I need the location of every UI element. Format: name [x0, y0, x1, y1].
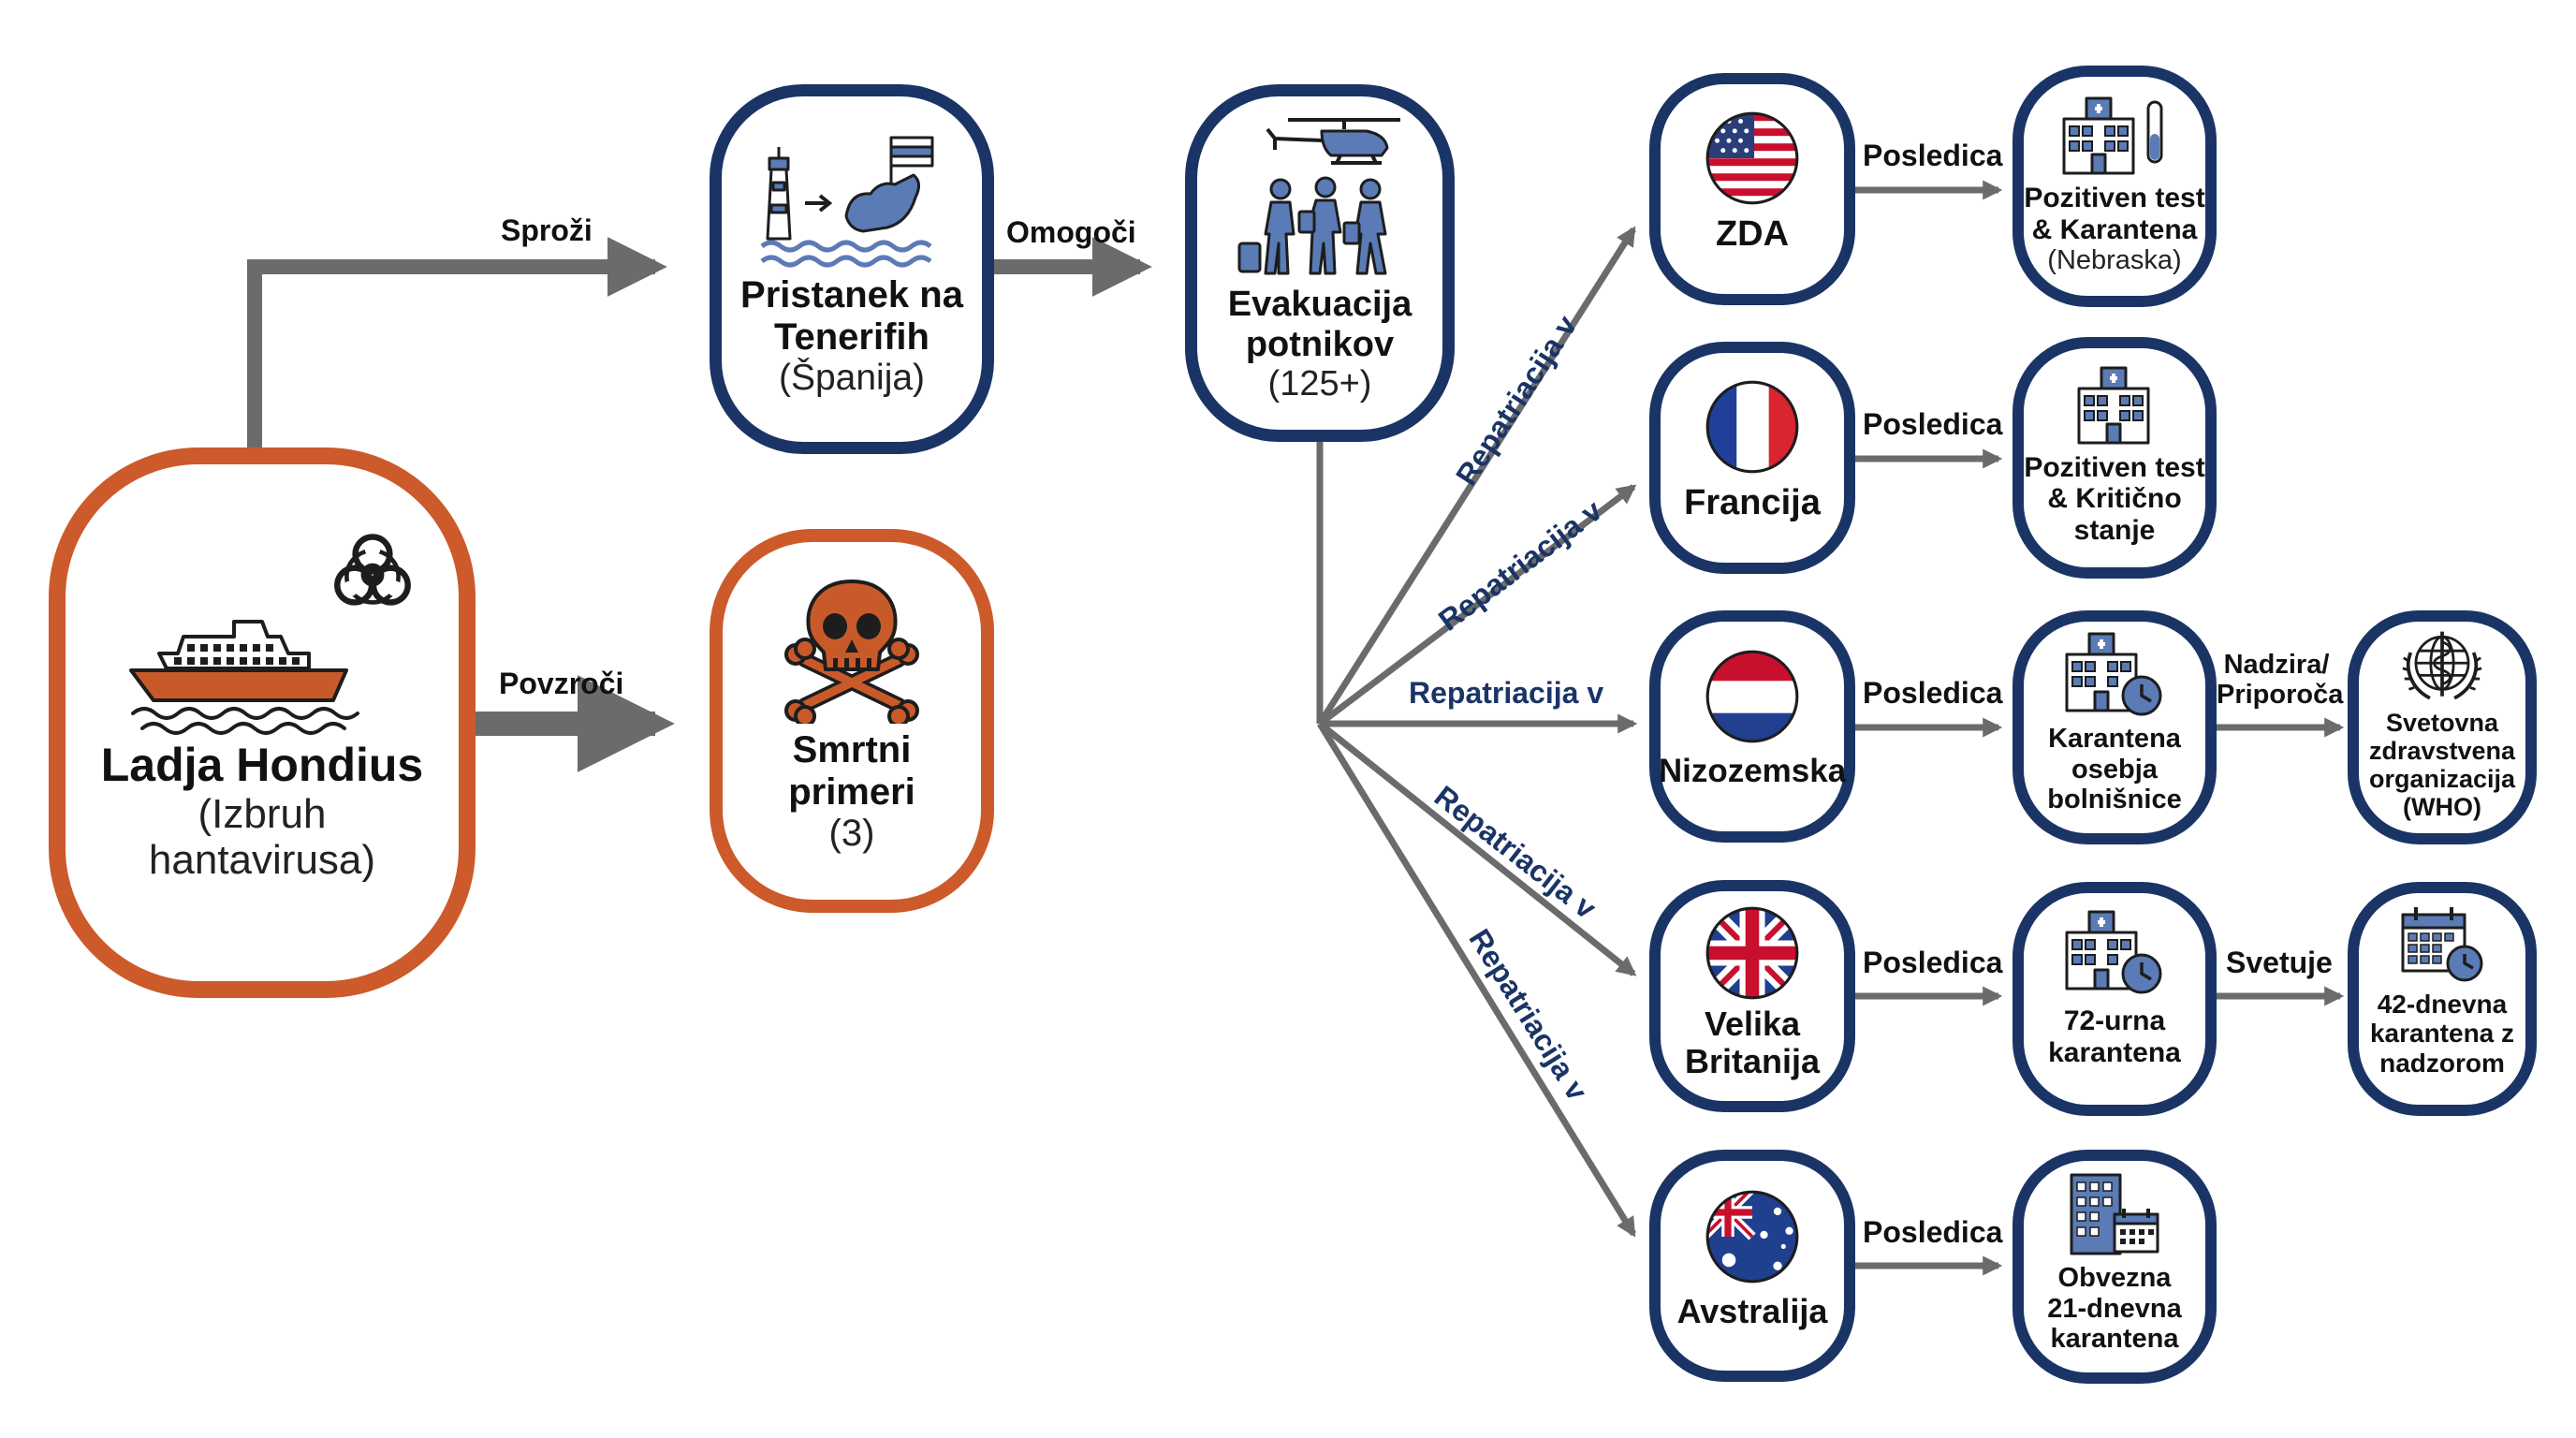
edge-label-consequence-netherlands: Posledica	[1863, 676, 2003, 710]
node-australia-title: Avstralija	[1676, 1291, 1828, 1330]
hospital-test-tube-icon	[2062, 96, 2163, 175]
node-evacuation-title: Evakuacija potnikov	[1227, 285, 1412, 364]
node-result-netherlands[interactable]: Karantena osebja bolnišnice	[2012, 610, 2217, 844]
edge-label-enables: Omogoči	[1006, 215, 1136, 249]
node-uk-advice-title: 42-dnevna karantena z nadzorom	[2369, 989, 2515, 1078]
node-ship-hondius[interactable]: Ladja Hondius (Izbruh hantavirusa)	[49, 448, 476, 998]
node-deaths[interactable]: Smrtni primeri (3)	[710, 529, 994, 913]
node-country-france[interactable]: Francija	[1649, 342, 1855, 574]
node-uk-title: Velika Britanija	[1684, 1004, 1821, 1080]
edge-label-consequence-uk: Posledica	[1863, 946, 2003, 979]
edge-label-consequence-australia: Posledica	[1863, 1215, 2003, 1249]
edge-ship-to-landing	[247, 237, 667, 448]
node-usa-result-subtitle: (Nebraska)	[2047, 245, 2182, 276]
node-usa-result-title: Pozitiven test & Karantena	[2024, 183, 2205, 245]
node-landing-tenerife[interactable]: Pristanek na Tenerifih (Španija)	[710, 84, 994, 454]
node-deaths-title: Smrtni primeri	[788, 728, 915, 813]
node-who-title: Svetovna zdravstvena organizacija (WHO)	[2368, 708, 2516, 822]
node-result-uk[interactable]: 72-urna karantena	[2012, 882, 2217, 1116]
france-flag-icon	[1705, 380, 1799, 474]
edge-label-causes: Povzroči	[499, 667, 624, 700]
edge-label-monitors: Nadzira/ Priporoča	[2217, 650, 2344, 711]
skull-crossbones-icon	[784, 579, 919, 724]
edge-repatriation-uk	[1317, 721, 1637, 976]
node-netherlands-result-title: Karantena osebja bolnišnice	[2047, 724, 2182, 815]
edge-label-triggers: Sproži	[501, 213, 593, 247]
hospital-icon	[2077, 366, 2150, 445]
node-evacuation-subtitle: (125+)	[1267, 364, 1372, 404]
node-result-usa[interactable]: Pozitiven test & Karantena (Nebraska)	[2012, 66, 2217, 307]
node-country-netherlands[interactable]: Nizozemska	[1649, 610, 1855, 843]
edge-repatriation-france	[1317, 484, 1637, 726]
edge-label-consequence-france: Posledica	[1863, 407, 2003, 441]
node-ship-subtitle: (Izbruh hantavirusa)	[148, 790, 376, 883]
node-uk-advice[interactable]: 42-dnevna karantena z nadzorom	[2348, 882, 2537, 1116]
usa-flag-icon	[1705, 111, 1799, 205]
node-france-result-title: Pozitiven test & Kritično stanje	[2024, 451, 2205, 546]
node-netherlands-title: Nizozemska	[1658, 753, 1847, 790]
node-ship-title: Ladja Hondius	[100, 738, 424, 791]
calendar-clock-icon	[2401, 906, 2483, 982]
uk-flag-icon	[1705, 906, 1799, 1000]
node-australia-result-title: Obvezna 21-dnevna karantena	[2047, 1263, 2182, 1355]
node-evacuation[interactable]: Evakuacija potnikov (125+)	[1185, 84, 1455, 442]
edge-label-consequence-usa: Posledica	[1863, 139, 2003, 172]
node-landing-title: Pristanek na Tenerifih	[740, 273, 963, 358]
biohazard-icon	[334, 534, 411, 606]
edge-label-advises: Svetuje	[2226, 946, 2333, 979]
edge-repatriation-australia	[1317, 722, 1636, 1238]
node-result-australia[interactable]: Obvezna 21-dnevna karantena	[2012, 1150, 2217, 1384]
node-country-uk[interactable]: Velika Britanija	[1649, 880, 1855, 1112]
building-calendar-icon	[2070, 1173, 2159, 1255]
hospital-clock-icon	[2065, 910, 2162, 994]
netherlands-flag-icon	[1705, 651, 1799, 743]
node-landing-subtitle: (Španija)	[778, 358, 926, 399]
node-france-title: Francija	[1684, 482, 1821, 522]
node-uk-result-title: 72-urna karantena	[2048, 1005, 2181, 1068]
hospital-clock-icon	[2065, 632, 2162, 716]
edge-repatriation-usa	[1317, 226, 1636, 726]
node-who[interactable]: Svetovna zdravstvena organizacija (WHO)	[2348, 610, 2537, 844]
edge-label-repatriation-netherlands: Repatriacija v	[1409, 676, 1604, 710]
australia-flag-icon	[1705, 1190, 1799, 1284]
node-deaths-subtitle: (3)	[828, 813, 875, 855]
helicopter-passengers-icon	[1237, 118, 1400, 275]
node-usa-title: ZDA	[1715, 213, 1790, 254]
node-result-france[interactable]: Pozitiven test & Kritično stanje	[2012, 337, 2217, 579]
cruise-ship-icon	[129, 619, 359, 735]
node-country-australia[interactable]: Avstralija	[1649, 1150, 1855, 1382]
lighthouse-island-flag-icon	[760, 136, 934, 268]
who-emblem-icon	[2402, 631, 2482, 699]
node-country-usa[interactable]: ZDA	[1649, 73, 1855, 305]
